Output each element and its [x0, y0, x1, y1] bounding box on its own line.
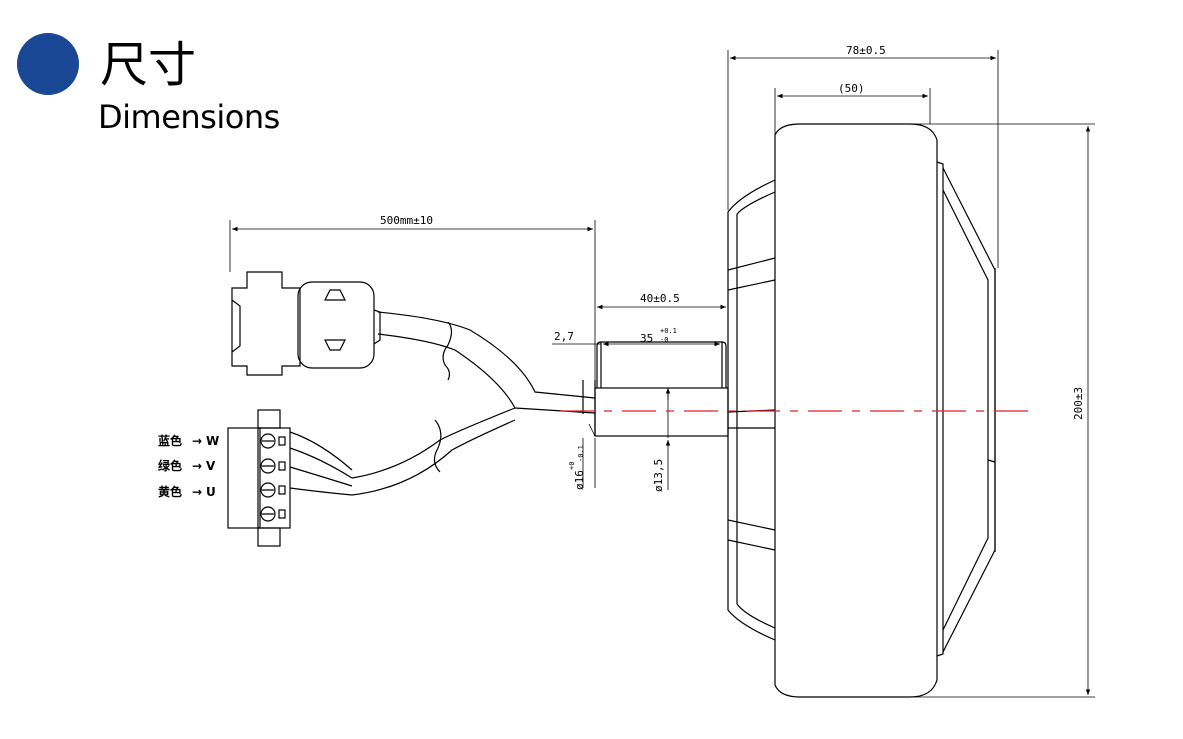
- dim-shaft-length: 40±0.5: [640, 292, 680, 305]
- phase-connector: [227, 409, 291, 547]
- hall-connector: [231, 271, 381, 376]
- header: 尺寸 Dimensions: [0, 0, 400, 150]
- motor-cables: [289, 311, 596, 496]
- wire-label-phase: V: [206, 459, 216, 473]
- dim-width-total: 78±0.5: [846, 44, 886, 57]
- wire-label-color: 黄色: [158, 484, 182, 499]
- dim-height-total: 200±3: [1072, 387, 1085, 420]
- wire-label-arrow: →: [192, 485, 202, 499]
- extension-lines: [229, 50, 1095, 698]
- wire-labels: 蓝色 → W 绿色 → V 黄色 → U: [158, 433, 219, 499]
- dim-shaft-offset: 2,7: [554, 330, 574, 343]
- header-bullet-dot: [17, 33, 79, 95]
- wire-label-phase: U: [206, 485, 216, 499]
- wire-label-color: 蓝色: [158, 433, 182, 448]
- dim-keyway-flat: ø13,5: [652, 459, 665, 492]
- dim-keyway-length: 35: [640, 332, 653, 345]
- wire-label-phase: W: [206, 434, 219, 448]
- wire-label-color: 绿色: [158, 458, 182, 473]
- dimension-lines: [232, 55, 1091, 695]
- dim-cable-length: 500mm±10: [380, 214, 433, 227]
- dim-keyway-tol-lower: -0: [660, 336, 668, 344]
- title-chinese: 尺寸: [100, 37, 197, 93]
- dim-shaft-diameter: ø16: [573, 470, 586, 490]
- dim-shaft-dia-tol-upper: +0: [568, 462, 576, 470]
- motor-shaft: [582, 341, 729, 437]
- wire-label-arrow: →: [192, 459, 202, 473]
- wire-label-arrow: →: [192, 434, 202, 448]
- title-english: Dimensions: [98, 98, 280, 136]
- dim-keyway-tol-upper: +0.1: [660, 327, 677, 335]
- dim-width-ref: (50): [838, 82, 865, 95]
- dim-shaft-dia-tol-lower: -0.1: [577, 445, 585, 462]
